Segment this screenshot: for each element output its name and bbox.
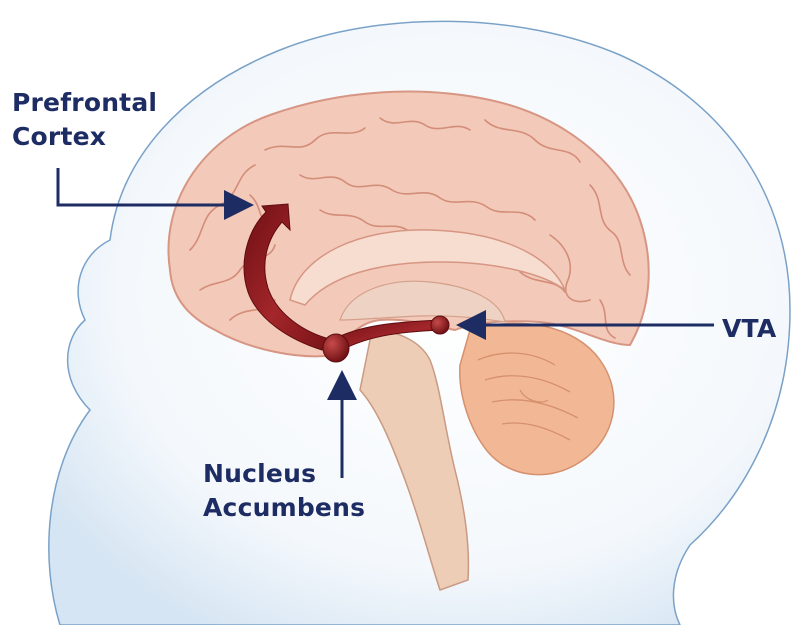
vta-label: VTA — [722, 312, 776, 346]
nucleus-accumbens-label-line-2: Accumbens — [203, 491, 365, 525]
nucleus-accumbens-label: Nucleus Accumbens — [203, 457, 365, 525]
nucleus-accumbens-label-line-1: Nucleus — [203, 457, 365, 491]
prefrontal-cortex-label: Prefrontal Cortex — [12, 86, 157, 154]
vta-node — [431, 316, 449, 334]
nucleus-accumbens-node — [323, 334, 349, 362]
prefrontal-cortex-label-line-2: Cortex — [12, 120, 157, 154]
prefrontal-cortex-label-line-1: Prefrontal — [12, 86, 157, 120]
